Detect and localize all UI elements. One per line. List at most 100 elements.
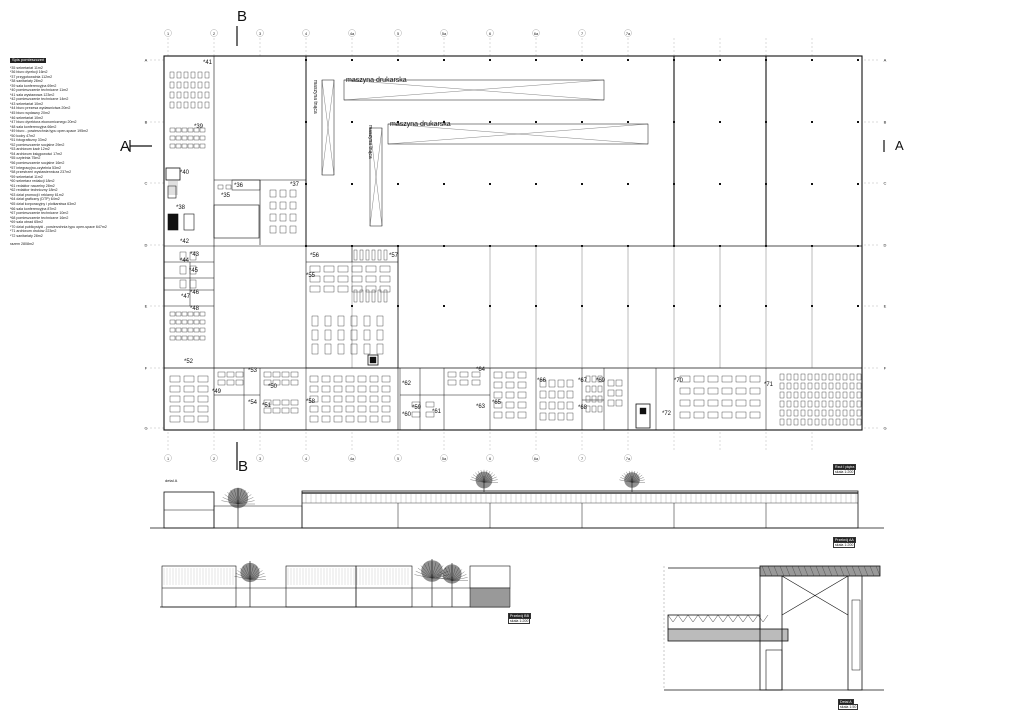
detail-hatch [707,614,714,623]
grid-bubble [210,29,218,37]
desk [290,399,299,406]
exhibition-panel [169,101,175,109]
reading-seat [337,315,345,327]
caption-detail-scale: skala 1:50 [838,704,859,710]
prep-desk [269,201,277,210]
wc-stall [167,213,179,231]
desk [493,391,503,399]
cutter-label-1: maszyna tnąca [312,80,318,114]
conference-seat [175,135,182,141]
conference-seat [193,311,200,317]
desk [290,371,299,378]
column [857,183,859,185]
grid-col-label: 6a [534,32,539,36]
grid-bubble [624,454,632,462]
archive-shelf [786,409,792,417]
detail-brace [781,575,849,616]
archive-shelf [793,400,799,408]
detail-hatch [727,614,734,623]
conference-chair [566,412,574,421]
roof-hatch [857,565,863,577]
conference-seat [181,319,188,325]
grid-row-label: C [884,181,887,186]
archive-shelf [849,382,855,390]
archive-shelf [800,409,806,417]
section-a-right-label: A [895,138,904,153]
archive-shelf [849,409,855,417]
archive-shelf [835,400,841,408]
exhibition-panel [197,81,203,89]
exhibit-module [357,395,367,403]
table [607,399,615,407]
legend-item: *59 sekretariat 11m2 [10,174,43,179]
open-space-desk [707,375,719,383]
exhibit-module [345,385,355,393]
open-space-desk [735,411,747,419]
reading-desk [365,275,377,283]
open-space-desk [169,375,181,383]
open-space-desk [197,385,209,393]
open-space-desk [707,399,719,407]
column [857,59,859,61]
conference-seat [193,135,200,141]
legend-item: *70 dział publicystyki - powierzchnia ty… [10,224,107,229]
archive-shelf [856,418,862,426]
open-space-desk [169,385,181,393]
reading-seat [376,315,384,327]
tree-crown [442,564,462,584]
office-desk [189,265,197,275]
desk [505,391,515,399]
archive-shelf [779,391,785,399]
open-space-desk [679,399,691,407]
section-bb-block-1 [161,565,237,608]
archive-shelf [779,373,785,381]
room-number: *35 [221,193,231,199]
cutting-machine-2-x [369,127,383,227]
room-number: *68 [578,405,588,411]
printing-machine-2-x [387,123,649,145]
desk [471,379,481,386]
archive-shelf [828,373,834,381]
exhibit-module [321,375,331,383]
archive-shelf [842,409,848,417]
conference-seat [175,143,182,149]
open-space-desk [679,411,691,419]
archive-shelf [821,409,827,417]
archive-shelf [779,382,785,390]
legend-item: *72 sanitariaty 28m2 [10,233,43,238]
desk [290,407,299,414]
reading-seat [311,329,319,341]
detail-hatch [697,614,704,623]
room-number: *64 [476,367,486,373]
conference-seat [193,143,200,149]
grid-bubble [578,29,586,37]
grid-row-label: E [145,304,148,309]
desk [459,379,469,386]
conference-seat [199,335,206,341]
column [443,305,445,307]
chair [585,395,591,403]
archive-shelf [793,391,799,399]
conference-seat [193,127,200,133]
grid-col-label: 6 [489,457,491,461]
grid-row-label: F [884,366,887,371]
conference-seat [169,135,176,141]
exhibit-module [369,385,379,393]
open-space-desk [679,375,691,383]
column [811,59,813,61]
archive-shelf [835,382,841,390]
legend-item: *41 sala wystawowa 123m2 [10,92,55,97]
archive-shelf [821,400,827,408]
archive-shelf [807,382,813,390]
archive-shelf [779,409,785,417]
desk [263,407,272,414]
conference-chair [566,401,574,410]
open-space-desk [183,375,195,383]
open-space-desk [693,375,705,383]
open-space-desk [693,399,705,407]
exhibit-module [333,415,343,423]
open-space-desk [183,415,195,423]
desk [281,399,290,406]
section-a-left-label: A [120,138,131,155]
